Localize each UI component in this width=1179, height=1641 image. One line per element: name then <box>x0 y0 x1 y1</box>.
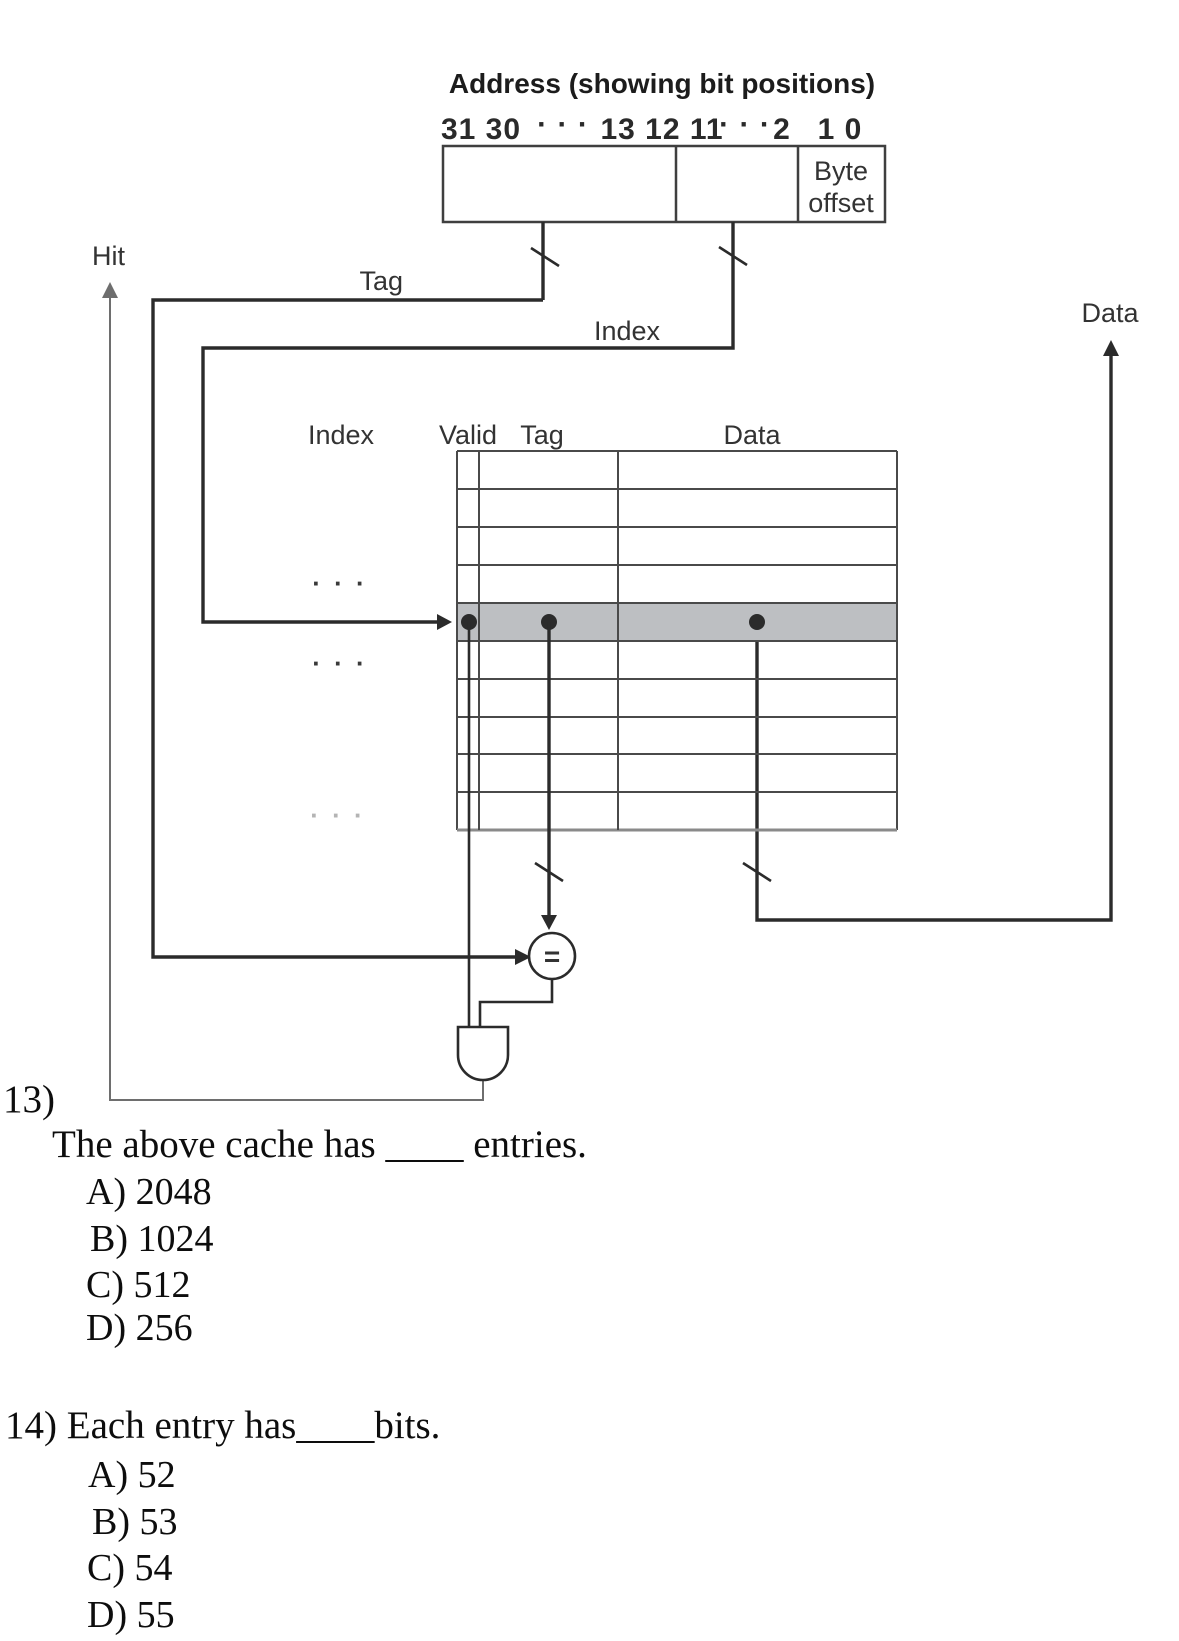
row-taps <box>461 614 765 1027</box>
and-gate <box>456 1025 510 1082</box>
question-13-option-c: C) 512 <box>86 1263 191 1307</box>
bus-slash <box>742 861 772 883</box>
question-14-option-c: C) 54 <box>87 1546 173 1590</box>
hit-arrowhead <box>102 282 118 298</box>
byte-offset-label-line1: Byte <box>814 156 868 186</box>
table-header-tag: Tag <box>520 420 564 450</box>
question-13-option-b: B) 1024 <box>90 1217 214 1261</box>
option-label: B) <box>92 1501 130 1543</box>
data-signal-label: Data <box>1081 298 1139 328</box>
question-14-option-d: D) 55 <box>87 1593 175 1637</box>
option-value: 53 <box>139 1501 178 1543</box>
option-label: D) <box>87 1594 128 1636</box>
comparator: = <box>478 931 577 1027</box>
option-value: 256 <box>135 1307 193 1349</box>
tag-arrowhead <box>515 949 531 965</box>
bits-ellipsis-b: · · · <box>719 108 771 141</box>
question-14-text: Each entry has____bits. <box>66 1404 441 1447</box>
question-14-line: 14) Each entry has____bits. <box>5 1403 440 1448</box>
index-ellipsis-upper: · · · <box>312 568 367 598</box>
cache-diagram: Address (showing bit positions) 31 30 · … <box>92 68 1139 1101</box>
option-value: 2048 <box>135 1171 212 1213</box>
bits-1-0: 1 0 <box>818 113 863 146</box>
tag-wire <box>151 222 560 965</box>
option-label: B) <box>90 1218 128 1260</box>
data-arrowhead <box>1103 340 1119 356</box>
option-value: 55 <box>136 1594 175 1636</box>
bus-slash <box>534 861 564 883</box>
option-value: 512 <box>133 1264 191 1306</box>
byte-offset-label-line2: offset <box>808 188 874 218</box>
option-value: 1024 <box>137 1218 214 1260</box>
question-13-text: The above cache has ____ entries. <box>52 1123 587 1166</box>
index-ellipsis-faded: · · · <box>310 800 365 830</box>
option-label: D) <box>86 1307 127 1349</box>
index-wire <box>201 222 748 630</box>
bus-slash <box>530 246 560 268</box>
cache-table: Index Valid Tag Data · · · · · · · · · <box>308 420 898 832</box>
bits-ellipsis-a: · · · <box>537 108 589 141</box>
option-label: C) <box>87 1547 125 1589</box>
bits-13-12-11: 13 12 11 <box>600 113 723 146</box>
table-header-valid: Valid <box>439 420 497 450</box>
bus-slash <box>718 245 748 267</box>
option-label: C) <box>86 1264 124 1306</box>
option-value: 54 <box>134 1547 173 1589</box>
question-14-option-a: A) 52 <box>88 1453 176 1497</box>
selected-row-highlight <box>457 603 897 641</box>
table-header-index: Index <box>308 420 375 450</box>
question-13-option-a: A) 2048 <box>86 1170 212 1214</box>
bit-position-labels: 31 30 · · · 13 12 11 · · · 2 1 0 <box>441 108 863 146</box>
option-label: A) <box>88 1454 129 1496</box>
option-label: A) <box>86 1171 127 1213</box>
index-arrowhead <box>437 614 452 630</box>
index-ellipsis-lower: · · · <box>312 648 367 678</box>
data-wire <box>742 340 1119 922</box>
option-value: 52 <box>137 1454 176 1496</box>
question-13-option-d: D) 256 <box>86 1306 193 1350</box>
table-header-data: Data <box>723 420 781 450</box>
data-tap-dot <box>749 614 765 630</box>
question-13-number: 13) <box>3 1078 55 1121</box>
question-14-number: 14) <box>5 1404 57 1447</box>
bits-31-30: 31 30 <box>441 113 521 146</box>
tag-signal-label: Tag <box>359 266 403 296</box>
question-14-option-b: B) 53 <box>92 1500 178 1544</box>
bit-2: 2 <box>773 113 791 146</box>
hit-signal-label: Hit <box>92 241 125 271</box>
address-box: Byte offset <box>441 144 887 224</box>
hit-wire <box>102 282 484 1101</box>
equals-symbol: = <box>544 941 560 972</box>
tag-down-arrowhead <box>541 915 557 930</box>
comparator-output-wire <box>478 979 554 1027</box>
index-signal-label: Index <box>594 316 661 346</box>
address-title: Address (showing bit positions) <box>449 68 875 99</box>
